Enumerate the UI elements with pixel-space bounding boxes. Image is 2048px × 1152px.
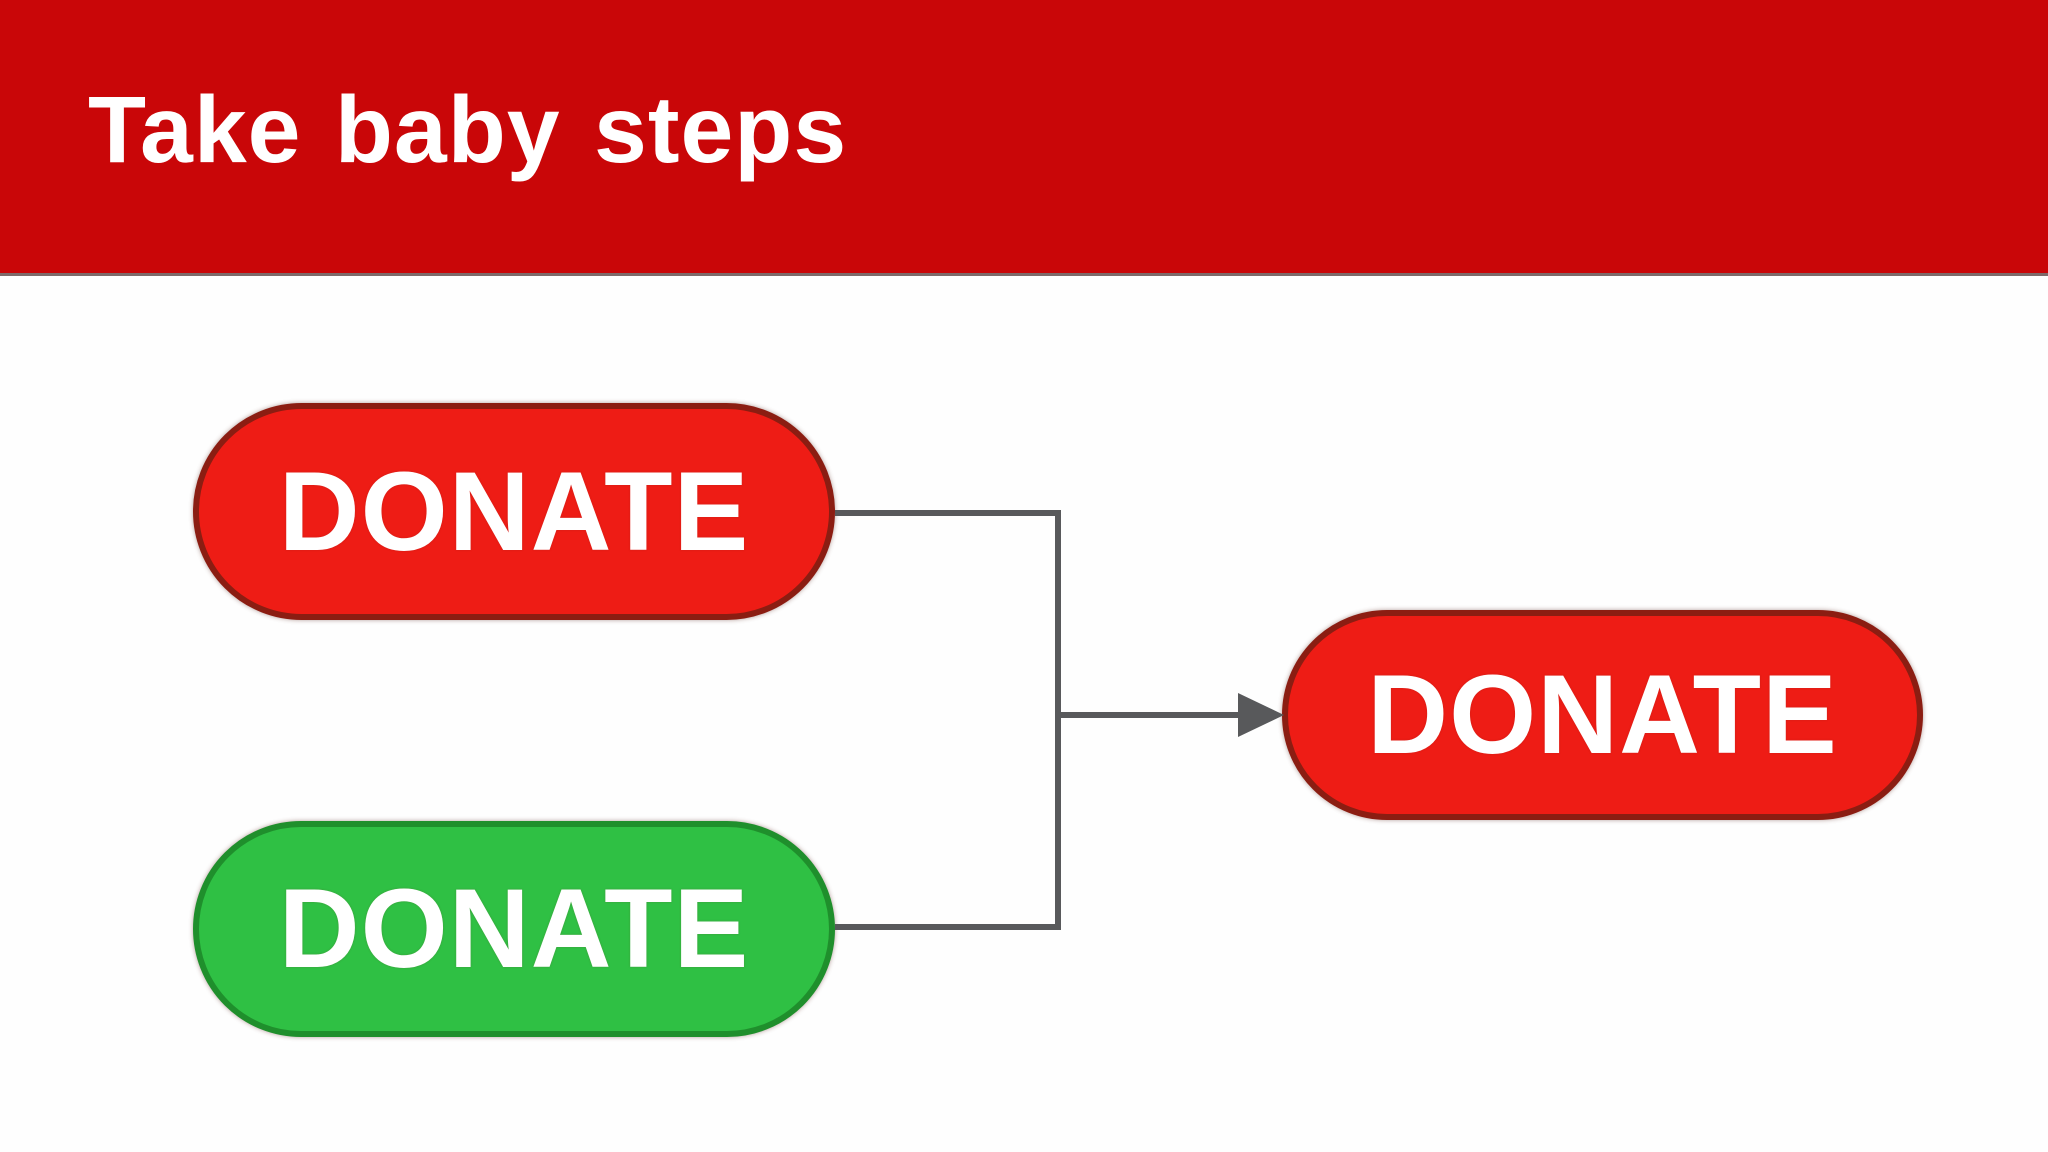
donate-button-label: DONATE — [278, 866, 750, 991]
connector-arrow-shaft — [1055, 712, 1245, 718]
connector-line-vertical — [1055, 510, 1061, 930]
slide-title: Take baby steps — [88, 77, 848, 183]
donate-button-red-source[interactable]: DONATE — [193, 403, 835, 620]
donate-button-label: DONATE — [1367, 652, 1838, 777]
arrow-head-icon — [1238, 693, 1284, 737]
connector-line-bottom — [835, 924, 1061, 930]
donate-button-label: DONATE — [278, 448, 750, 574]
header-band: Take baby steps — [0, 0, 2048, 276]
donate-button-green-source[interactable]: DONATE — [193, 821, 835, 1037]
connector-line-top — [835, 510, 1061, 516]
donate-button-red-result[interactable]: DONATE — [1282, 610, 1923, 820]
